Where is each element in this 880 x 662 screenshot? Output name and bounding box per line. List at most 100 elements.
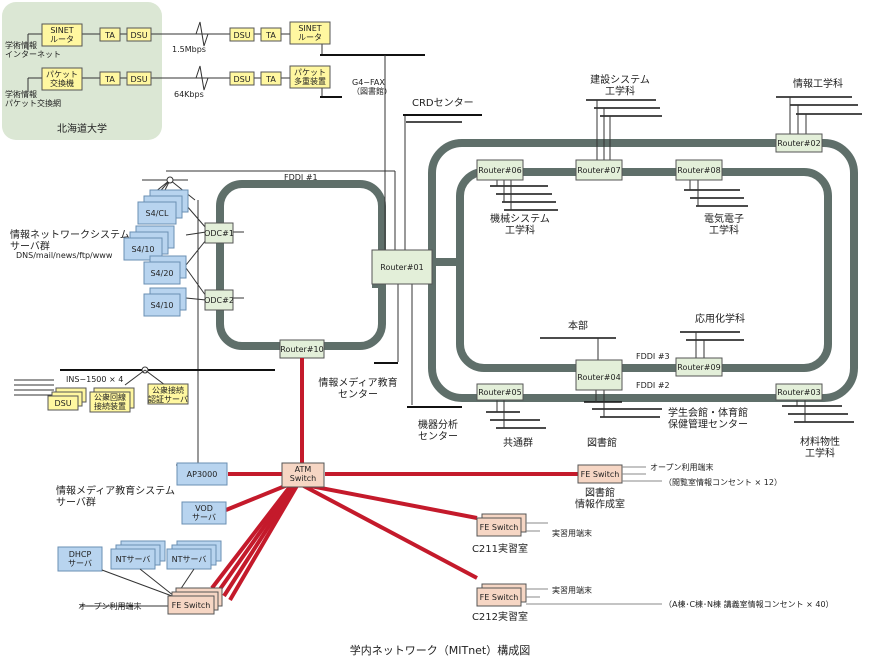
- analysis-center-label: 機器分析センター: [418, 418, 458, 443]
- router-04: Router#04: [575, 359, 623, 391]
- svg-text:DSU: DSU: [233, 75, 250, 84]
- server-s4-10b: S4/10: [143, 287, 187, 317]
- text-line: インターネット: [5, 50, 61, 59]
- text-line: SINET: [298, 24, 321, 33]
- svg-text:DSU: DSU: [130, 31, 147, 40]
- svg-text:NTサーバ: NTサーバ: [116, 555, 151, 564]
- c211-room-label: C211実習室: [472, 542, 528, 555]
- text-line: G4−FAX: [352, 78, 385, 87]
- c211-terminal-label: 実習用端末: [552, 528, 592, 538]
- c212-outlet-label: （A棟･C棟･N棟 講義室情報コンセント × 40）: [664, 599, 834, 609]
- text-line: VOD: [195, 504, 213, 513]
- svg-text:Router#10: Router#10: [280, 345, 323, 354]
- text-line: 保健管理センター: [668, 418, 748, 431]
- mech-dept-label: 機械システム工学科: [490, 212, 550, 237]
- svg-text:S4/20: S4/20: [150, 269, 173, 278]
- text-line: センター: [338, 389, 378, 401]
- text-line: 材料物性: [800, 435, 840, 448]
- svg-text:NTサーバ: NTサーバ: [172, 555, 207, 564]
- svg-text:S4/CL: S4/CL: [146, 209, 169, 218]
- server-s4-10a: S4/10: [123, 225, 175, 261]
- svg-text:Router#04: Router#04: [577, 373, 620, 382]
- svg-text:FE Switch: FE Switch: [172, 601, 211, 610]
- materials-dept-label: 材料物性工学科: [800, 435, 840, 460]
- svg-text:Router#03: Router#03: [777, 388, 820, 397]
- text-line: 認証サーバ: [148, 394, 188, 404]
- svg-text:Router#09: Router#09: [677, 363, 720, 372]
- text-line: センター: [418, 431, 458, 443]
- media-server-group-label: 情報メディア教育システムサーバ群: [56, 484, 175, 509]
- svg-text:ODC#2: ODC#2: [204, 296, 234, 305]
- library-lab-label: 図書館情報作成室: [575, 486, 625, 511]
- svg-text:AP3000: AP3000: [187, 470, 218, 479]
- text-line: 情報メディア教育: [318, 376, 397, 389]
- text-line: 交換機: [50, 78, 74, 88]
- info-dept-label: 情報工学科: [793, 77, 843, 90]
- nt-server-2: NTサーバ: [166, 540, 222, 570]
- dsu-box-1: DSU: [126, 27, 152, 42]
- ap3000-server: AP3000: [176, 462, 228, 486]
- svg-text:Router#05: Router#05: [478, 388, 521, 397]
- text-line: 情報作成室: [575, 498, 625, 511]
- svg-text:TA: TA: [104, 31, 115, 40]
- text-line: 接続装置: [94, 401, 126, 411]
- diagram-title: 学内ネットワーク（MITnet）構成図: [350, 643, 531, 657]
- dsu-box-2: DSU: [126, 71, 152, 86]
- svg-text:Router#06: Router#06: [478, 166, 521, 175]
- text-line: パケット: [294, 68, 326, 77]
- svg-text:Router#08: Router#08: [677, 166, 720, 175]
- svg-text:パケット交換機: パケット交換機: [46, 70, 78, 88]
- library-open-terminal: オープン利用端末: [650, 462, 714, 472]
- honbu-label: 本部: [568, 319, 588, 332]
- public-line-device: 公衆回線接続装置: [89, 387, 135, 413]
- packet-multiplexer: パケット多重装置: [289, 65, 331, 89]
- router-05: Router#05: [476, 383, 524, 401]
- text-line: 公衆接続: [152, 385, 184, 395]
- svg-text:パケット多重装置: パケット多重装置: [294, 68, 326, 86]
- server-s4-cl: S4/CL: [137, 189, 189, 225]
- packet-exchanger: パケット交換機: [41, 67, 83, 91]
- text-line: サーバ: [192, 513, 216, 522]
- router-01: Router#01: [371, 249, 433, 285]
- text-line: （図書館）: [352, 86, 392, 96]
- text-line: 学術情報: [5, 89, 37, 99]
- library-outlet-label: （閲覧室情報コンセント × 12）: [664, 477, 782, 487]
- text-line: ATM: [295, 465, 312, 474]
- svg-text:DSU: DSU: [130, 75, 147, 84]
- fe-switch-open: FE Switch: [167, 587, 223, 615]
- router-09: Router#09: [675, 357, 723, 377]
- text-line: 学術情報: [5, 40, 37, 50]
- text-line: パケット: [46, 70, 78, 79]
- router-10: Router#10: [279, 339, 325, 359]
- fddi-ring-3: [456, 168, 832, 372]
- atm-links: [210, 358, 578, 602]
- kyotsu-label: 共通群: [503, 436, 533, 449]
- c212-room-label: C212実習室: [472, 610, 528, 623]
- crd-center-label: CRDセンター: [412, 97, 474, 109]
- server-services-label: DNS/mail/news/ftp/www: [16, 251, 113, 260]
- router-06: Router#06: [476, 159, 524, 181]
- c212-terminal-label: 実習用端末: [552, 585, 592, 595]
- svg-text:TA: TA: [265, 31, 276, 40]
- text-line: 機器分析: [418, 418, 458, 431]
- fddi-1-label: FDDI #1: [284, 173, 318, 182]
- server-s4-20: S4/20: [143, 255, 187, 285]
- svg-text:公衆回線接続装置: 公衆回線接続装置: [94, 392, 126, 411]
- fe-switch-c211: FE Switch: [476, 513, 527, 537]
- text-line: 公衆回線: [94, 392, 126, 402]
- open-terminal-label: オープン利用端末: [78, 601, 142, 611]
- text-line: パケット交換網: [5, 98, 61, 108]
- router-03: Router#03: [775, 383, 823, 401]
- svg-text:TA: TA: [104, 75, 115, 84]
- speed-1-5mbps: 1.5Mbps: [172, 45, 206, 54]
- ta-box-3: TA: [260, 27, 282, 42]
- dsu-box-3: DSU: [229, 27, 255, 42]
- odc-2: ODC#2: [204, 289, 234, 311]
- svg-text:ODC#1: ODC#1: [204, 229, 234, 238]
- svg-text:公衆接続認証サーバ: 公衆接続認証サーバ: [148, 385, 188, 404]
- text-line: 工学科: [605, 85, 635, 98]
